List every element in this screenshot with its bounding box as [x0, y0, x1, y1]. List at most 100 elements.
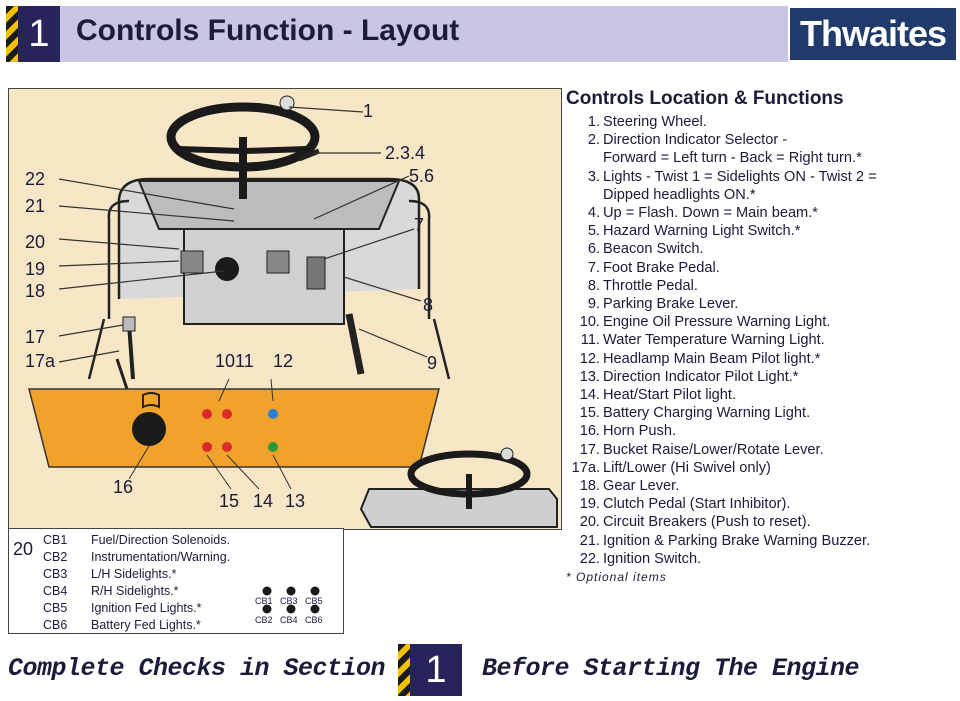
breaker-dot-label: CB3: [280, 596, 298, 606]
page-title: Controls Function - Layout: [76, 14, 460, 47]
callout-22: 22: [25, 169, 46, 189]
item-text: Water Temperature Warning Light.: [603, 332, 825, 349]
list-item: 21.Ignition & Parking Brake Warning Buzz…: [566, 532, 956, 550]
list-item: 17.Bucket Raise/Lower/Rotate Lever.: [566, 441, 956, 459]
item-number: 14.: [579, 387, 600, 404]
list-item: 8.Throttle Pedal.: [566, 277, 956, 295]
controls-diagram: 22 21 20 19 18 17 17a 16 1 2.3.4 5.6 7 8…: [8, 88, 562, 530]
item-number: 16.: [579, 423, 600, 440]
callout-5-6: 5.6: [409, 166, 435, 186]
list-item: 1.Steering Wheel.: [566, 113, 956, 131]
callout-16: 16: [113, 477, 134, 497]
item-text: Battery Charging Warning Light.: [603, 405, 811, 422]
item-text: Throttle Pedal.: [603, 277, 698, 294]
breaker-row: CB2 Instrumentation/Warning.: [43, 550, 230, 564]
list-item: 9.Parking Brake Lever.: [566, 295, 956, 313]
item-number: 9.: [587, 296, 600, 313]
breaker-code: CB3: [43, 567, 68, 581]
item-number: 13.: [579, 368, 600, 385]
controls-items: 1.Steering Wheel.2.Direction Indicator S…: [566, 113, 956, 568]
callout-1: 1: [363, 101, 374, 121]
item-text: Circuit Breakers (Push to reset).: [603, 514, 811, 531]
breaker-code: CB2: [43, 550, 68, 564]
callout-21: 21: [25, 196, 46, 216]
breaker-code: CB6: [43, 618, 68, 632]
item-number: 17.: [579, 441, 600, 458]
item-text: Horn Push.: [603, 423, 677, 440]
callout-12: 12: [273, 351, 294, 371]
list-item: 18.Gear Lever.: [566, 477, 956, 495]
breaker-dot-label: CB4: [280, 615, 298, 625]
list-item: 12.Headlamp Main Beam Pilot light.*: [566, 350, 956, 368]
list-item: 10.Engine Oil Pressure Warning Light.: [566, 313, 956, 331]
breaker-row: CB3 L/H Sidelights.*: [43, 567, 176, 581]
callout-9: 9: [427, 353, 438, 373]
breaker-group-number: 20: [13, 539, 34, 559]
list-item: 16.Horn Push.: [566, 422, 956, 440]
item-number: 7.: [587, 259, 600, 276]
hazard-stripe: [398, 644, 410, 696]
item-text: Clutch Pedal (Start Inhibitor).: [603, 496, 791, 513]
callout-7: 7: [414, 215, 425, 235]
item-text: Steering Wheel.: [603, 114, 707, 130]
item-number: 20.: [579, 514, 600, 531]
item-text: Up = Flash. Down = Main beam.*: [603, 205, 818, 222]
list-item: 4.Up = Flash. Down = Main beam.*: [566, 204, 956, 222]
breaker-desc: Ignition Fed Lights.*: [91, 601, 202, 615]
footer-right-text: Before Starting The Engine: [482, 654, 860, 683]
item-text: Headlamp Main Beam Pilot light.*: [603, 350, 821, 367]
item-number: 1.: [587, 114, 600, 130]
callout-20: 20: [25, 232, 46, 252]
list-item: 3.Lights - Twist 1 = Sidelights ON - Twi…: [566, 168, 956, 186]
list-item: 14.Heat/Start Pilot light.: [566, 386, 956, 404]
breaker-layout: CB1 CB3 CB5 CB2 CB4 CB6: [255, 586, 323, 625]
callout-15: 15: [219, 491, 240, 511]
item-text: Lift/Lower (Hi Swivel only): [603, 459, 771, 476]
item-text: Dipped headlights ON.*: [603, 186, 756, 203]
item-number: 2.: [587, 132, 600, 149]
list-item: 7.Foot Brake Pedal.: [566, 259, 956, 277]
brand-logo: Thwaites: [790, 8, 956, 60]
list-item: Dipped headlights ON.*: [566, 186, 956, 204]
list-item: 6.Beacon Switch.: [566, 240, 956, 258]
item-number: 21.: [579, 532, 600, 549]
list-item: 19.Clutch Pedal (Start Inhibitor).: [566, 495, 956, 513]
page-footer: Complete Checks in Section 1 Before Star…: [0, 640, 960, 700]
breaker-dot-label: CB1: [255, 596, 273, 606]
callout-14: 14: [253, 491, 274, 511]
item-text: Ignition & Parking Brake Warning Buzzer.: [603, 532, 871, 549]
breaker-desc: Instrumentation/Warning.: [91, 550, 231, 564]
item-text: Hazard Warning Light Switch.*: [603, 223, 801, 240]
item-number: 4.: [587, 205, 600, 222]
list-heading: Controls Location & Functions: [566, 88, 844, 109]
item-text: Foot Brake Pedal.: [603, 259, 720, 276]
list-item: 20.Circuit Breakers (Push to reset).: [566, 513, 956, 531]
callout-18: 18: [25, 281, 46, 301]
breaker-dot-label: CB2: [255, 615, 273, 625]
item-number: 22.: [579, 550, 600, 567]
item-number: 3.: [587, 168, 600, 185]
callout-17: 17: [25, 327, 46, 347]
section-number: 1: [18, 6, 60, 62]
list-item: 22.Ignition Switch.: [566, 550, 956, 568]
footer-left-text: Complete Checks in Section: [8, 654, 386, 683]
title-band: [60, 6, 788, 62]
hazard-stripe: [6, 6, 18, 62]
breaker-dot-label: CB6: [305, 615, 323, 625]
item-text: Lights - Twist 1 = Sidelights ON - Twist…: [603, 168, 877, 185]
optional-note: * Optional items: [566, 570, 667, 585]
item-text: Parking Brake Lever.: [603, 296, 739, 313]
item-text: Heat/Start Pilot light.: [603, 387, 737, 404]
item-number: 10.: [579, 314, 600, 331]
item-number: 12.: [579, 350, 600, 367]
item-text: Beacon Switch.: [603, 241, 704, 258]
breaker-desc: L/H Sidelights.*: [91, 567, 177, 581]
item-number: 15.: [579, 405, 600, 422]
list-item: Forward = Left turn - Back = Right turn.…: [566, 149, 956, 167]
breaker-code: CB5: [43, 601, 68, 615]
item-text: Gear Lever.: [603, 478, 680, 495]
callout-17a: 17a: [25, 351, 56, 371]
item-number: 17a.: [571, 459, 600, 476]
breaker-row: CB5 Ignition Fed Lights.*: [43, 601, 202, 615]
